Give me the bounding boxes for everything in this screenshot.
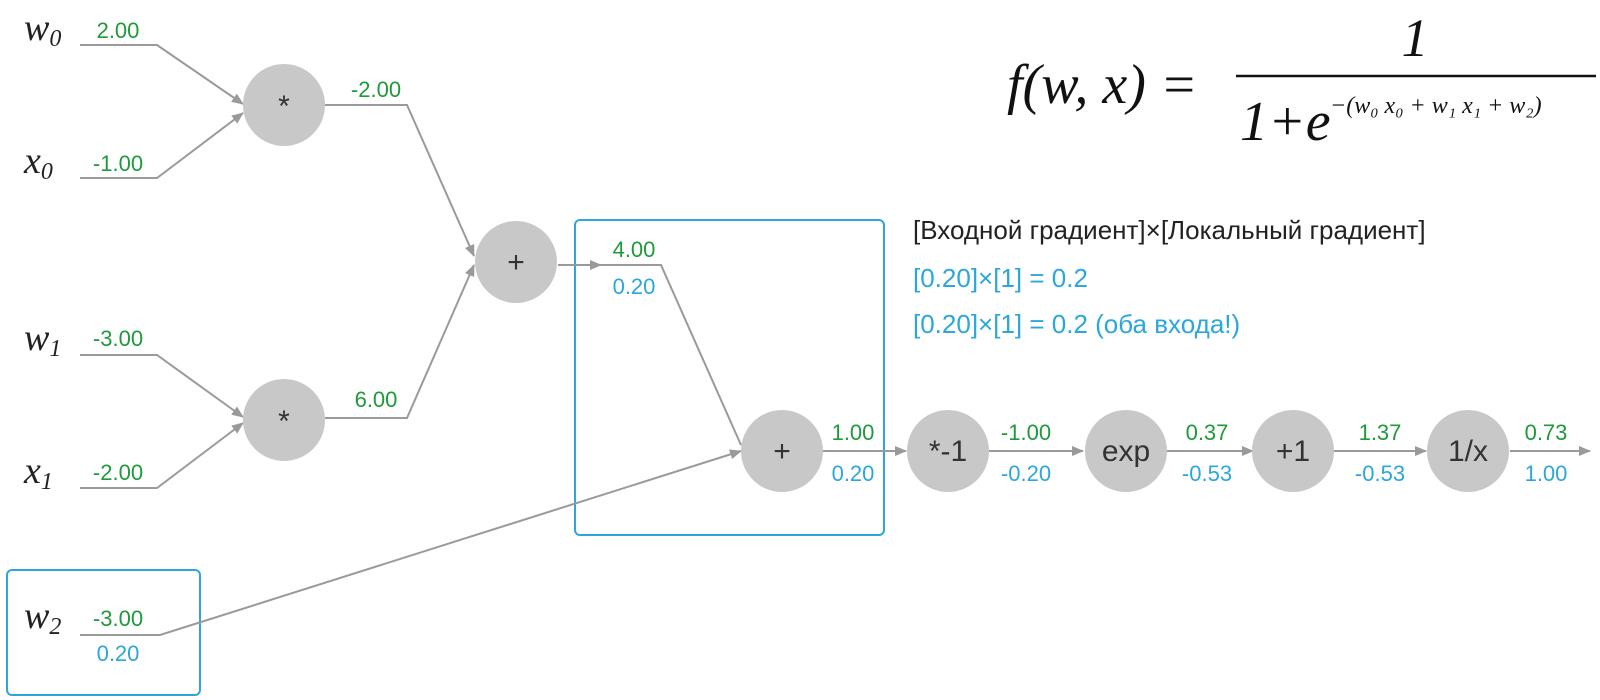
node-recip-op: 1/x [1448, 435, 1488, 468]
input-w1-label: w1 [24, 317, 61, 362]
node-mul1-op: * [278, 405, 290, 438]
input-w0-label: w0 [24, 7, 61, 52]
node-plus1-value: 1.37 [1359, 420, 1402, 445]
node-exp: exp [1085, 410, 1167, 492]
formula-numerator: 1 [1402, 8, 1429, 68]
input-x1-label: x1 [23, 450, 53, 495]
edges [80, 44, 1591, 636]
node-recip: 1/x [1427, 410, 1509, 492]
node-neg: *-1 [907, 410, 989, 492]
formula-den-prefix: 1+e [1240, 91, 1331, 153]
formula-exponent: −(w₀ x₀ + w₁ x₁ + w₂) [1330, 93, 1542, 119]
node-add0: + [475, 221, 557, 303]
node-mul0: * [243, 64, 325, 146]
node-mul0-value: -2.00 [351, 77, 401, 102]
edge-w1-mul1 [80, 354, 244, 418]
node-plus1-grad: -0.53 [1355, 461, 1405, 486]
annotation-header: [Входной градиент]×[Локальный градиент] [913, 215, 1426, 245]
edge-add0-add1 [601, 264, 742, 446]
input-x0-label: x0 [23, 140, 53, 185]
annotation-line1: [0.20]×[1] = 0.2 [913, 263, 1088, 293]
node-mul1-value: 6.00 [355, 387, 398, 412]
input-w1-value: -3.00 [93, 326, 143, 351]
node-add0-grad: 0.20 [613, 274, 656, 299]
node-add1: + [741, 410, 823, 492]
input-w2-label: w2 [24, 595, 61, 640]
input-w0-value: 2.00 [97, 18, 140, 43]
node-exp-grad: -0.53 [1182, 461, 1232, 486]
input-w2-value: -3.00 [93, 606, 143, 631]
node-neg-grad: -0.20 [1001, 461, 1051, 486]
edge-x1-mul1 [80, 422, 244, 489]
edge-mul1-add0 [325, 264, 475, 419]
node-neg-value: -1.00 [1001, 420, 1051, 445]
node-add0-op: + [507, 246, 525, 279]
edge-mul0-add0 [325, 104, 475, 257]
node-add1-value: 1.00 [832, 420, 875, 445]
formula: f(w, x) = 1 1+e −(w₀ x₀ + w₁ x₁ + w₂) [1007, 8, 1596, 153]
node-plus1: +1 [1252, 410, 1334, 492]
highlight-box-add-gate [574, 219, 885, 536]
edge-w0-mul0 [80, 44, 244, 105]
node-add0-value: 4.00 [613, 237, 656, 262]
node-mul1: * [243, 379, 325, 461]
node-exp-value: 0.37 [1186, 420, 1229, 445]
highlight-box-w2 [6, 569, 201, 696]
node-exp-op: exp [1102, 435, 1150, 468]
annotation-line2: [0.20]×[1] = 0.2 (оба входа!) [913, 309, 1240, 339]
formula-lhs: f(w, x) = [1007, 54, 1198, 116]
edge-x0-mul0 [80, 112, 244, 179]
node-neg-op: *-1 [929, 435, 967, 468]
edge-w2-add1 [80, 449, 742, 636]
node-mul0-op: * [278, 90, 290, 123]
input-x0-value: -1.00 [93, 151, 143, 176]
input-w2-grad: 0.20 [97, 641, 140, 666]
node-plus1-op: +1 [1276, 435, 1310, 468]
input-x1-value: -2.00 [93, 460, 143, 485]
node-add1-grad: 0.20 [832, 461, 875, 486]
node-add1-op: + [773, 435, 791, 468]
node-recip-value: 0.73 [1525, 420, 1568, 445]
node-recip-grad: 1.00 [1525, 461, 1568, 486]
